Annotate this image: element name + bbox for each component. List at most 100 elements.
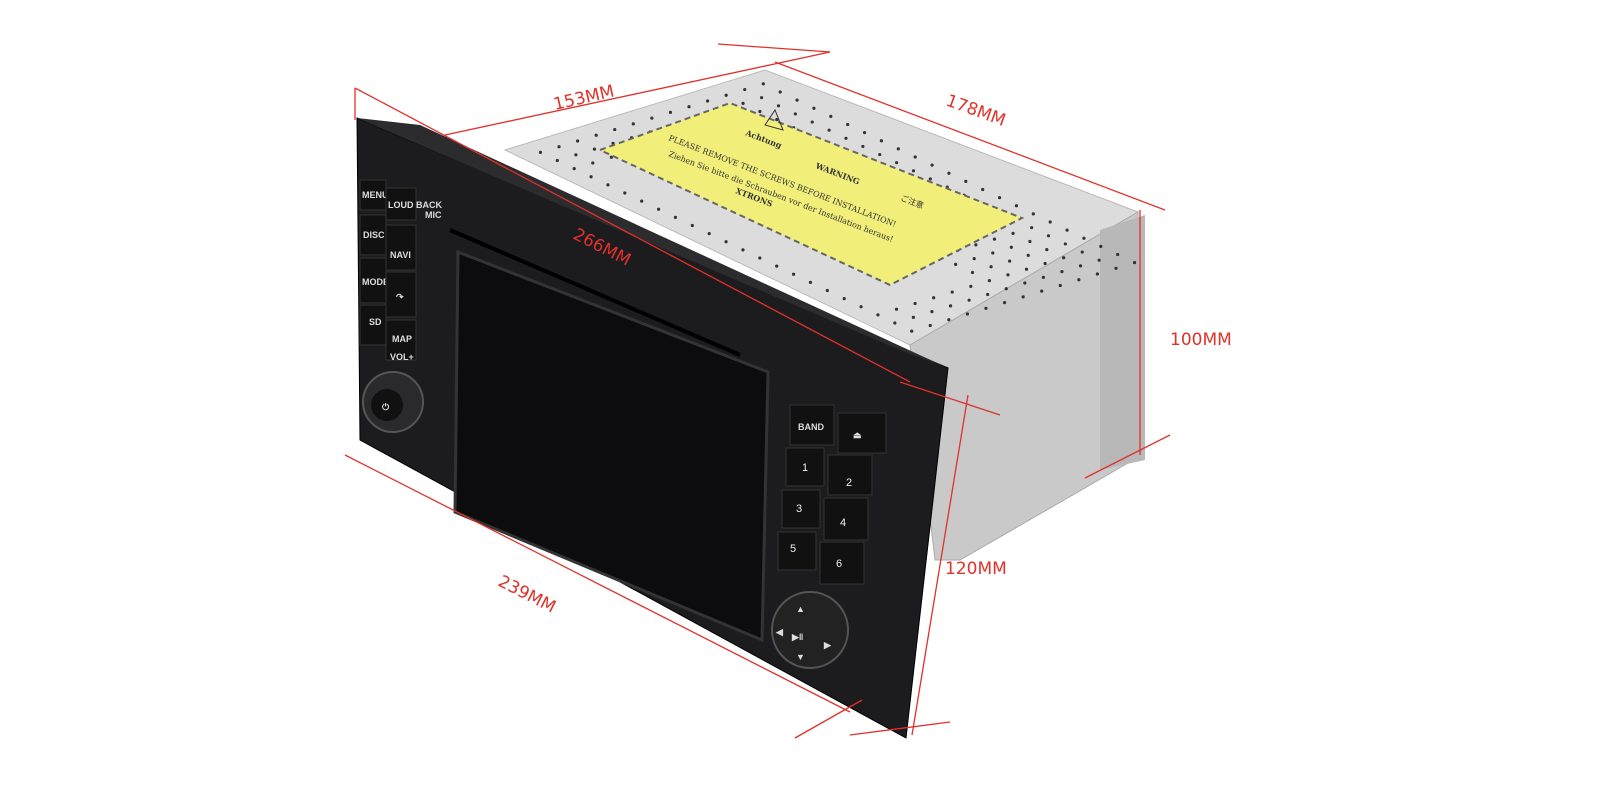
- chassis-side-bracket: [1100, 215, 1145, 470]
- vent-hole: [928, 323, 932, 328]
- vent-hole: [1023, 281, 1027, 285]
- vent-hole: [1026, 253, 1030, 257]
- preset-1-button[interactable]: 1: [785, 447, 825, 487]
- vent-hole: [1046, 234, 1051, 238]
- vent-hole: [896, 147, 900, 151]
- vent-hole: [1002, 300, 1007, 305]
- svg-text:6: 6: [836, 558, 842, 570]
- disc-button[interactable]: DISC: [359, 214, 387, 256]
- vent-hole: [913, 301, 917, 306]
- vent-hole: [538, 150, 543, 155]
- vent-hole: [997, 195, 1002, 200]
- vent-hole: [893, 321, 897, 325]
- vent-hole: [656, 207, 661, 211]
- right-button-group: BAND ⏏ 1 2 3 4 5 6: [777, 404, 887, 585]
- svg-text:4: 4: [840, 517, 846, 529]
- vent-hole: [965, 312, 970, 316]
- vent-hole: [592, 147, 597, 151]
- preset-2-button[interactable]: 2: [827, 454, 873, 496]
- volume-power-knob[interactable]: ⏻: [362, 371, 424, 433]
- svg-text:2: 2: [846, 477, 852, 489]
- vent-hole: [1031, 212, 1035, 216]
- vent-hole: [987, 279, 991, 283]
- vent-hole: [1060, 270, 1064, 274]
- vent-hole: [878, 152, 882, 157]
- vent-hole: [741, 101, 745, 105]
- vent-hole: [613, 127, 617, 132]
- vent-hole: [827, 128, 831, 132]
- vent-hole: [894, 307, 899, 311]
- vent-hole: [557, 145, 561, 149]
- vent-hole: [690, 223, 694, 228]
- mic-label: MIC: [425, 210, 442, 220]
- vent-hole: [1043, 261, 1047, 266]
- vent-hole: [758, 109, 762, 114]
- front-bezel-top: [357, 118, 948, 368]
- vent-hole: [1114, 266, 1118, 270]
- svg-text:MENU: MENU: [362, 190, 389, 200]
- navigation-dpad[interactable]: ▲ ▼ ◀ ▶ ▶‖: [771, 591, 849, 669]
- vent-hole: [846, 122, 850, 127]
- vent-hole: [707, 232, 711, 236]
- loud-back-button[interactable]: LOUD BACK: [385, 187, 442, 221]
- map-button[interactable]: MAP: [385, 319, 417, 361]
- svg-text:NAVI: NAVI: [390, 250, 411, 260]
- vent-hole: [879, 139, 884, 143]
- vent-hole: [1063, 242, 1067, 246]
- vent-hole: [974, 243, 978, 247]
- vent-hole: [791, 272, 796, 276]
- vent-hole: [911, 169, 916, 173]
- vent-hole: [910, 329, 914, 333]
- preset-4-button[interactable]: 4: [823, 497, 869, 541]
- vent-hole: [640, 199, 644, 203]
- eject-button[interactable]: ⏏: [837, 412, 887, 454]
- vent-hole: [1041, 275, 1045, 279]
- vent-hole: [778, 90, 782, 94]
- vent-hole: [981, 187, 985, 192]
- vent-hole: [724, 93, 728, 97]
- vent-hole: [844, 136, 848, 140]
- eject-icon: ⏏: [853, 430, 862, 440]
- vent-hole: [930, 163, 934, 167]
- vent-hole: [810, 120, 814, 124]
- vent-hole: [967, 298, 971, 302]
- svg-text:SD: SD: [369, 317, 382, 327]
- vent-hole: [895, 161, 899, 165]
- preset-5-button[interactable]: 5: [777, 531, 817, 571]
- vent-hole: [986, 292, 990, 297]
- vent-hole: [1080, 250, 1084, 254]
- vent-hole: [775, 118, 779, 122]
- call-button[interactable]: ↷: [385, 271, 417, 318]
- vent-hole: [1011, 231, 1015, 235]
- vent-hole: [1021, 295, 1025, 299]
- navi-button[interactable]: NAVI: [385, 224, 417, 271]
- down-arrow-icon: ▼: [796, 652, 805, 662]
- vent-hole: [969, 284, 973, 288]
- vent-hole: [911, 315, 915, 319]
- vent-hole: [1099, 244, 1103, 248]
- vol-label: VOL+: [390, 352, 414, 362]
- svg-text:5: 5: [790, 543, 796, 555]
- menu-button[interactable]: MENU: [359, 179, 389, 211]
- band-button[interactable]: BAND: [789, 404, 835, 446]
- vent-hole: [1009, 245, 1013, 249]
- vent-hole: [1062, 256, 1066, 260]
- vent-hole: [1078, 264, 1083, 268]
- dimension-lines: [344, 43, 1171, 739]
- vent-hole: [555, 158, 559, 163]
- depth-153-label: 153MM: [552, 81, 617, 114]
- depth-178-label: 178MM: [943, 91, 1008, 131]
- vent-hole: [1028, 239, 1032, 244]
- preset-6-button[interactable]: 6: [819, 541, 865, 585]
- vent-hole: [808, 280, 813, 285]
- vent-hole: [1045, 248, 1049, 252]
- mode-button[interactable]: MODE: [359, 257, 389, 304]
- warning-triangle-icon: [764, 108, 784, 131]
- width-239-label: 239MM: [495, 572, 559, 618]
- preset-3-button[interactable]: 3: [781, 489, 821, 529]
- vent-hole: [650, 116, 654, 120]
- vent-hole: [761, 82, 765, 86]
- sd-button[interactable]: SD: [359, 304, 387, 346]
